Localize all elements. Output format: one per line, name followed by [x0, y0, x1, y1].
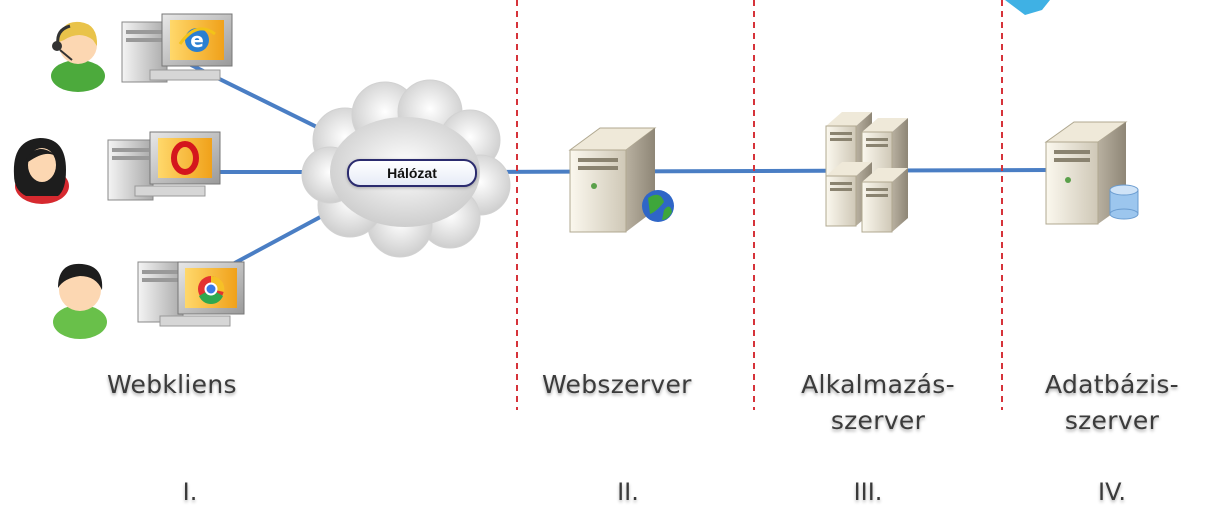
pc-icon [121, 13, 233, 83]
column-label-line1: Alkalmazás- [801, 370, 955, 399]
tier-label-3: III. [853, 478, 883, 506]
tier-label-2: II. [617, 478, 639, 506]
column-label-text: Webkliens [107, 370, 237, 399]
link-servers [469, 168, 1051, 174]
network-cloud-icon [301, 79, 511, 258]
database-cylinder-icon [1109, 184, 1139, 220]
client-3 [53, 261, 245, 339]
column-label-webserver: Webszerver [542, 367, 692, 403]
internet-explorer-icon: e [178, 27, 216, 52]
user-man-icon [53, 263, 107, 339]
pc-icon [107, 131, 221, 201]
column-label-webclient: Webkliens [107, 367, 237, 403]
column-label-dbserver: Adatbázis- szerver [1012, 367, 1212, 439]
tier-label-4: IV. [1097, 478, 1127, 506]
network-label: Hálózat [347, 159, 477, 187]
database-server-icon [1044, 121, 1139, 225]
user-headset-icon [51, 21, 105, 92]
client-1: e [51, 13, 233, 92]
client-2 [13, 131, 221, 204]
column-label-line2: szerver [830, 406, 926, 435]
column-label-text: Webszerver [542, 370, 692, 399]
cropped-shape [1005, 0, 1050, 15]
tier-dividers [516, 0, 1003, 410]
user-woman-icon [13, 138, 69, 204]
svg-text:e: e [190, 28, 204, 52]
chrome-icon [198, 275, 225, 305]
column-label-appserver: Alkalmazás- szerver [778, 367, 978, 439]
pc-icon [137, 261, 245, 327]
web-server-icon [568, 127, 674, 233]
application-server-icon [825, 112, 908, 233]
opera-icon [171, 141, 199, 175]
tier-label-1: I. [182, 478, 198, 506]
column-label-line2: szerver [1064, 406, 1160, 435]
column-label-line1: Adatbázis- [1045, 370, 1179, 399]
